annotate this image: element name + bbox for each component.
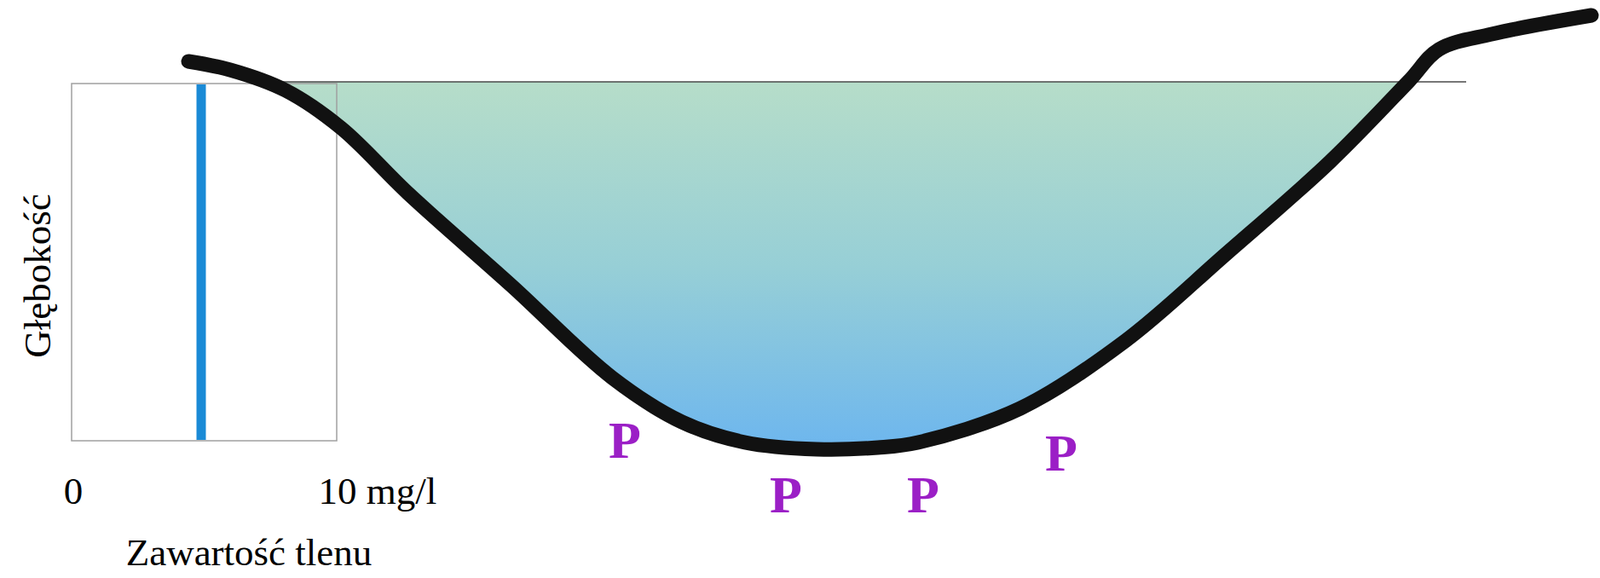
- lake-bed: [188, 15, 1592, 450]
- phosphorus-symbol: P: [1045, 426, 1078, 480]
- water-surface: [281, 80, 1467, 83]
- oxygen-profile-line: [196, 84, 207, 440]
- phosphorus-symbol: P: [608, 413, 642, 467]
- axis-tick: 0: [63, 472, 84, 511]
- phosphorus-symbol: P: [769, 467, 803, 521]
- lake-water: [188, 81, 1592, 450]
- phosphorus-symbol: P: [906, 467, 940, 521]
- axis-title: Głębokość: [18, 193, 58, 358]
- axis-title: Zawartość tlenu: [126, 533, 373, 572]
- axis-tick: 10 mg/l: [318, 472, 438, 511]
- oxygen-chart-frame: [71, 83, 337, 441]
